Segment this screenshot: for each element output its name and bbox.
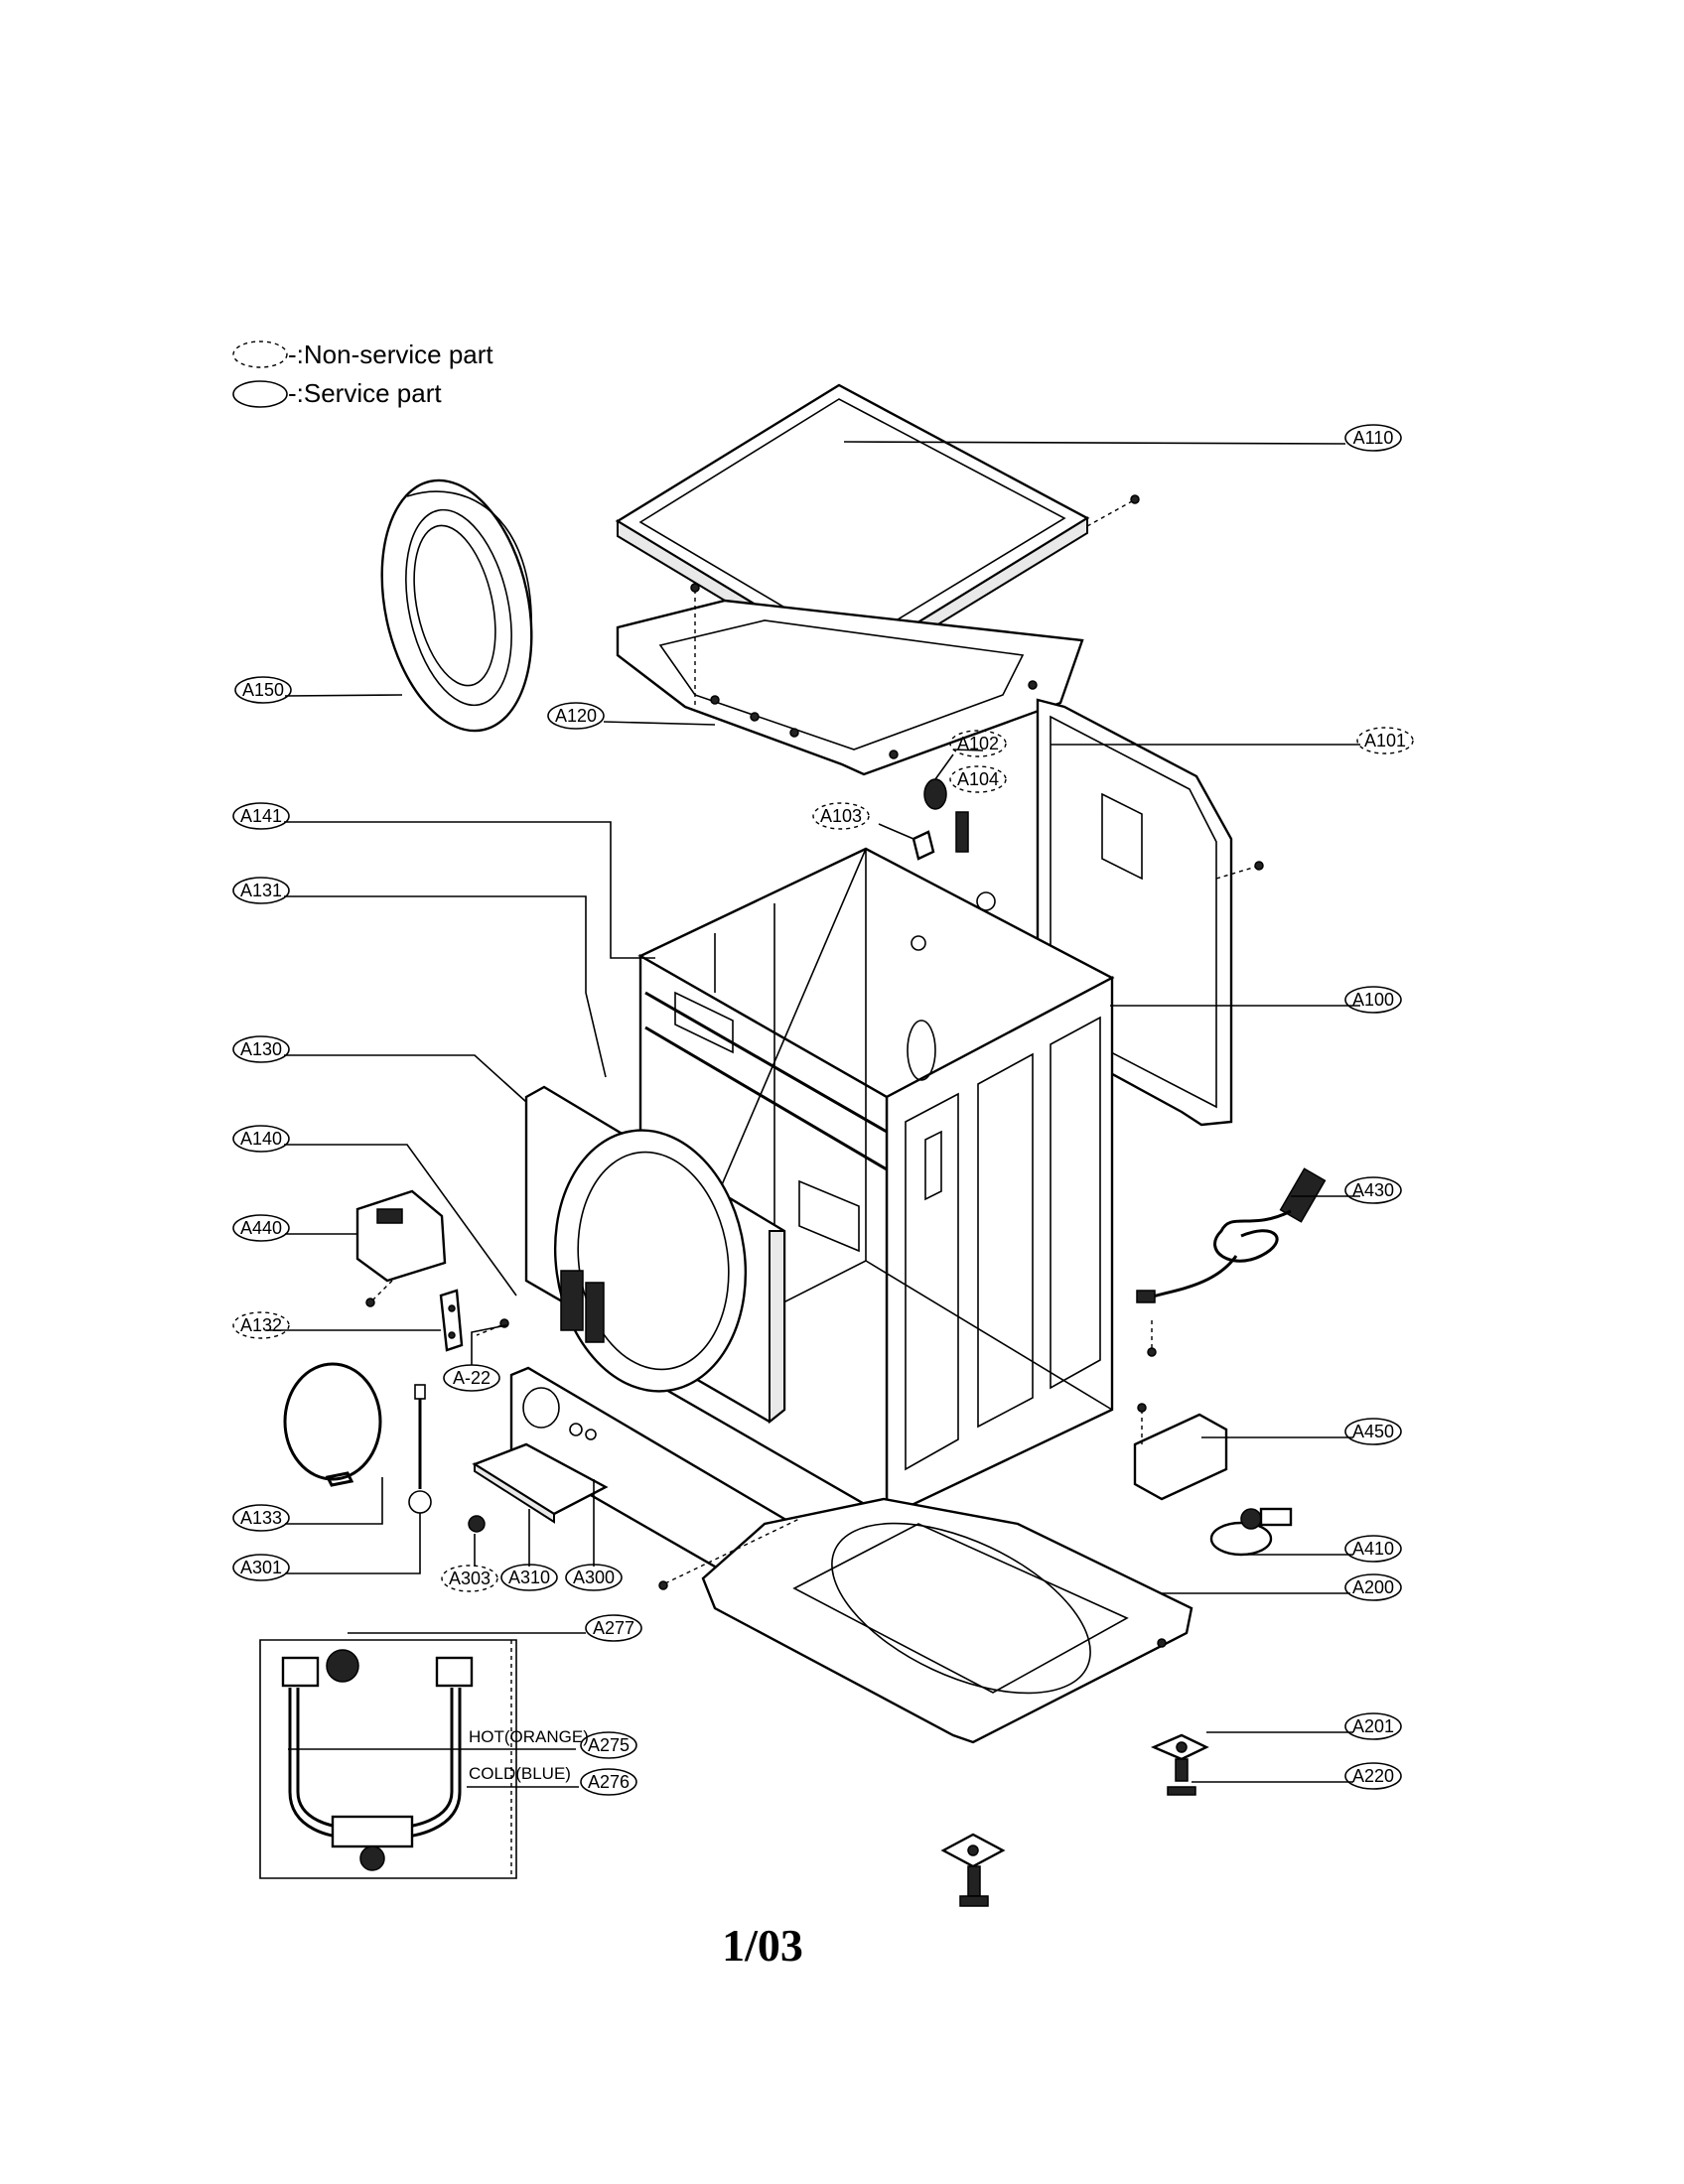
inlet-hose-kit-drawing (259, 1639, 517, 1879)
callout-a430: A430 (1344, 1176, 1402, 1204)
svg-text:A133: A133 (240, 1508, 282, 1528)
base-frame-drawing (658, 1497, 1193, 1744)
callout-a140: A140 (232, 1125, 290, 1153)
svg-text:A103: A103 (820, 806, 862, 826)
power-cord-drawing (1136, 1167, 1327, 1357)
callout-a132: A132 (232, 1311, 290, 1339)
callout-a110: A110 (1344, 424, 1402, 452)
clamp-drawing (283, 1362, 382, 1487)
svg-text:A200: A200 (1352, 1577, 1394, 1597)
svg-text:A220: A220 (1352, 1766, 1394, 1786)
svg-text:A101: A101 (1364, 731, 1406, 751)
svg-text:A201: A201 (1352, 1716, 1394, 1736)
hot-hose-label: HOT(ORANGE) (469, 1727, 589, 1746)
leveling-feet-drawing (940, 1733, 1209, 1907)
svg-text:A440: A440 (240, 1218, 282, 1238)
dispenser-motor-drawing (355, 1189, 447, 1307)
legend: -:Non-service part -:Service part (232, 340, 493, 408)
svg-text:A132: A132 (240, 1315, 282, 1335)
svg-text:A150: A150 (242, 680, 284, 700)
svg-text:A130: A130 (240, 1039, 282, 1059)
callout-a303: A303 (441, 1565, 498, 1592)
callout-a150: A150 (234, 676, 292, 704)
svg-text:A100: A100 (1352, 990, 1394, 1010)
valve-parts-drawing (912, 753, 969, 861)
front-panel-drawing (524, 1085, 786, 1425)
callout-a220: A220 (1344, 1762, 1402, 1790)
callout-a276: A276 (580, 1768, 637, 1796)
callout-a450: A450 (1344, 1418, 1402, 1445)
callout-a141: A141 (232, 802, 290, 830)
drain-pump-drawing (1209, 1507, 1293, 1557)
washer-artwork (259, 383, 1327, 1907)
svg-text:A131: A131 (240, 881, 282, 900)
svg-text:A310: A310 (508, 1568, 550, 1587)
svg-text:A141: A141 (240, 806, 282, 826)
legend-non-service-text: -:Non-service part (288, 340, 493, 369)
svg-text:A110: A110 (1353, 428, 1394, 448)
legend-non-service-symbol (232, 341, 288, 368)
callout-a131: A131 (232, 877, 290, 904)
top-plate-drawing (616, 583, 1084, 776)
callout-a301: A301 (232, 1554, 290, 1581)
cold-hose-label: COLD(BLUE) (469, 1764, 571, 1783)
svg-text:A430: A430 (1352, 1180, 1394, 1200)
callout-a-22: A-22 (443, 1364, 500, 1392)
legend-service-symbol (232, 380, 288, 408)
svg-text:A276: A276 (588, 1772, 630, 1792)
door-gasket-drawing (380, 478, 533, 733)
drain-hose-drawing (408, 1384, 432, 1514)
part-callouts: A110 A150 A120 A102 A101 A104 A103 A141 (232, 424, 1414, 1796)
svg-text:A410: A410 (1352, 1539, 1394, 1559)
callout-a102: A102 (949, 730, 1007, 757)
callout-a100: A100 (1344, 986, 1402, 1014)
filter-cover-drawing (472, 1442, 609, 1524)
svg-text:A450: A450 (1352, 1422, 1394, 1441)
svg-text:A303: A303 (449, 1569, 491, 1588)
callout-a310: A310 (500, 1564, 558, 1591)
control-board-drawing (1133, 1403, 1228, 1501)
callout-a275: A275 (580, 1731, 637, 1759)
svg-text:A104: A104 (957, 769, 999, 789)
callout-a101: A101 (1356, 727, 1414, 754)
svg-text:A277: A277 (593, 1618, 634, 1638)
svg-text:A301: A301 (240, 1558, 282, 1577)
svg-text:A102: A102 (957, 734, 999, 753)
callout-a410: A410 (1344, 1535, 1402, 1563)
svg-text:A-22: A-22 (453, 1368, 491, 1388)
page-number: 1/03 (722, 1920, 803, 1971)
door-latch-drawing (439, 1289, 509, 1352)
callout-a120: A120 (547, 702, 605, 730)
callout-a103: A103 (812, 802, 870, 830)
callout-a104: A104 (949, 765, 1007, 793)
leader-lines (266, 441, 1360, 1788)
callout-a300: A300 (565, 1564, 623, 1591)
callout-a200: A200 (1344, 1573, 1402, 1601)
callout-a130: A130 (232, 1035, 290, 1063)
legend-service-text: -:Service part (288, 378, 442, 408)
svg-text:A120: A120 (555, 706, 597, 726)
callout-a277: A277 (585, 1614, 642, 1642)
callout-a133: A133 (232, 1504, 290, 1532)
callout-a440: A440 (232, 1214, 290, 1242)
svg-text:A300: A300 (573, 1568, 615, 1587)
svg-text:A140: A140 (240, 1129, 282, 1149)
svg-text:A275: A275 (588, 1735, 630, 1755)
cap-drawing (468, 1515, 486, 1533)
callout-a201: A201 (1344, 1712, 1402, 1740)
